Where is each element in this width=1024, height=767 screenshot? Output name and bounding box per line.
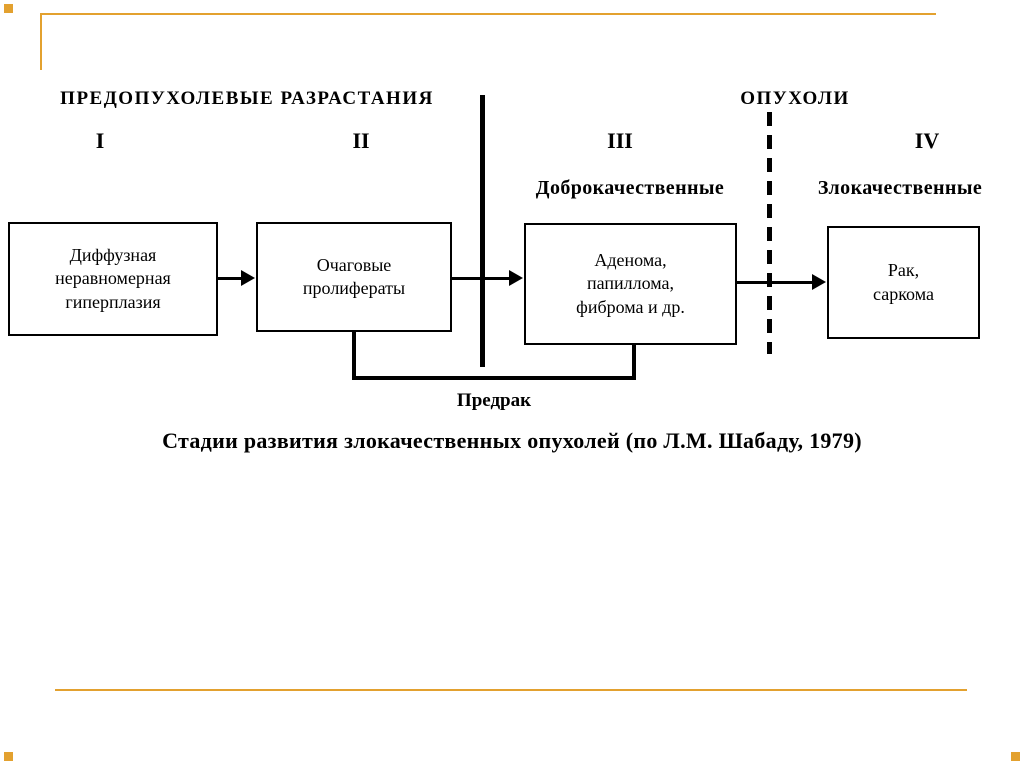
stage-numeral-1: I [95, 128, 105, 153]
caption-title: Стадии развития злокачественных опухолей… [162, 428, 862, 453]
arrow-2-line [452, 277, 511, 280]
stage-numeral-2: II [352, 128, 370, 153]
bracket-left-stem [352, 332, 356, 380]
arrow-3-line [737, 281, 814, 284]
dashed-divider-line [767, 112, 772, 354]
bottom-border-line [55, 689, 967, 691]
arrow-1-head [241, 270, 255, 286]
box-focal-proliferates-text: Очаговые пролифераты [302, 254, 406, 298]
label-benign: Доброкачественные [535, 177, 725, 199]
solid-divider-line [480, 95, 485, 367]
box-adenoma-papilloma-text: Аденома, папиллома, фиброма и др. [576, 249, 685, 317]
bracket-right-stem [632, 345, 636, 380]
box-cancer-sarcoma: Рак, саркома [827, 226, 980, 339]
label-malignant: Злокачественные [817, 177, 983, 199]
precancer-label: Предрак [456, 390, 532, 411]
box-diffuse-hyperplasia-text: Диффузная неравномерная гиперплазия [55, 244, 171, 312]
box-adenoma-papilloma: Аденома, папиллома, фиброма и др. [524, 223, 737, 345]
arrow-3-head [812, 274, 826, 290]
box-diffuse-hyperplasia: Диффузная неравномерная гиперплазия [8, 222, 218, 336]
stage-numeral-4: IV [914, 128, 940, 153]
box-cancer-sarcoma-text: Рак, саркома [873, 260, 934, 304]
left-border-line [40, 13, 42, 70]
bracket-bottom-bar [352, 376, 636, 380]
arrow-2-head [509, 270, 523, 286]
corner-square-bottom-right [1011, 752, 1020, 761]
corner-square-bottom-left [4, 752, 13, 761]
arrow-1-line [218, 277, 243, 280]
header-tumors: ОПУХОЛИ [740, 88, 850, 109]
stage-numeral-3: III [607, 128, 633, 153]
corner-square-top-left [4, 4, 13, 13]
top-border-line [40, 13, 936, 15]
box-focal-proliferates: Очаговые пролифераты [256, 222, 452, 332]
header-pretumor-growths: ПРЕДОПУХОЛЕВЫЕ РАЗРАСТАНИЯ [60, 88, 434, 109]
